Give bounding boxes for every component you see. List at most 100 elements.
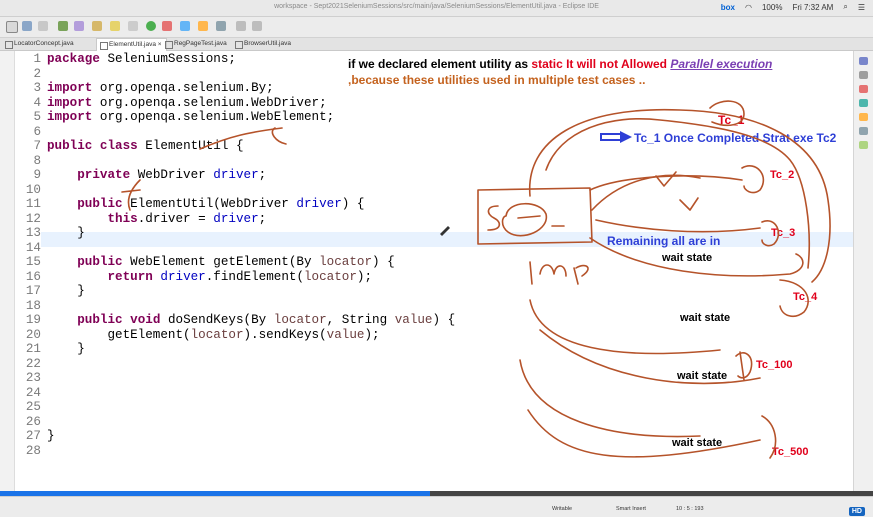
label-wait-2: wait state bbox=[680, 312, 731, 324]
run-icon[interactable] bbox=[146, 21, 156, 31]
open-type-icon[interactable] bbox=[198, 21, 208, 31]
line-number: 18 bbox=[25, 298, 41, 313]
line-number: 20 bbox=[25, 327, 41, 342]
line-number: 6 bbox=[33, 124, 41, 139]
console-icon[interactable] bbox=[859, 127, 868, 135]
label-wait-3: wait state bbox=[677, 370, 728, 382]
code-text: } bbox=[47, 226, 85, 240]
javadoc-icon[interactable] bbox=[859, 99, 868, 107]
code-text: } bbox=[47, 284, 85, 298]
line-number: 1 bbox=[33, 52, 41, 66]
wifi-icon[interactable]: ◠ bbox=[744, 2, 752, 12]
left-gutter bbox=[0, 51, 15, 491]
label-wait-1: wait state bbox=[662, 252, 713, 264]
line-number: 26 bbox=[25, 414, 41, 429]
tab-element-util[interactable]: ElementUtil.java × bbox=[96, 38, 167, 51]
problems-icon[interactable] bbox=[859, 85, 868, 93]
line-number: 22 bbox=[25, 356, 41, 371]
back-icon[interactable] bbox=[236, 21, 246, 31]
debug-icon[interactable] bbox=[58, 21, 68, 31]
hd-badge[interactable]: HD bbox=[848, 507, 865, 516]
battery-level[interactable]: 100% bbox=[761, 2, 783, 12]
line-number: 27 bbox=[25, 429, 41, 443]
line-number: 14 bbox=[25, 240, 41, 255]
line-number: 13 bbox=[25, 226, 41, 240]
line-number: 24 bbox=[25, 385, 41, 400]
highlight-icon[interactable] bbox=[110, 21, 120, 31]
java-file-icon bbox=[165, 41, 173, 49]
run-config-icon[interactable] bbox=[162, 21, 172, 31]
line-number: 17 bbox=[25, 284, 41, 298]
menu-icon[interactable]: ☰ bbox=[857, 2, 865, 12]
editor-tabs: LocatorConcept.java ElementUtil.java × R… bbox=[0, 38, 873, 51]
label-remaining: Remaining all are in bbox=[607, 234, 721, 248]
label-tc1: Tc_1 bbox=[718, 113, 745, 127]
line-number: 25 bbox=[25, 400, 41, 414]
label-tc500: Tc_500 bbox=[772, 446, 809, 458]
line-number: 15 bbox=[25, 255, 41, 269]
java-file-icon bbox=[235, 41, 243, 49]
breakpoint-icon[interactable] bbox=[128, 21, 138, 31]
line-number: 10 bbox=[25, 182, 41, 197]
note-text: It will not Allowed bbox=[562, 57, 671, 71]
note-parallel-execution: Parallel execution bbox=[670, 57, 773, 71]
line-number: 23 bbox=[25, 371, 41, 385]
save-icon[interactable] bbox=[22, 21, 32, 31]
video-progress-bar[interactable] bbox=[0, 491, 873, 496]
tab-locator-concept[interactable]: LocatorConcept.java bbox=[2, 38, 78, 50]
editor-mode: Writable bbox=[552, 506, 573, 512]
code-text: import org.openqa.selenium.WebDriver; bbox=[47, 95, 327, 110]
line-number: 2 bbox=[33, 66, 41, 81]
line-number: 16 bbox=[25, 269, 41, 284]
code-text: this.driver = driver; bbox=[107, 211, 267, 226]
task-list-icon[interactable] bbox=[859, 71, 868, 79]
label-tc100: Tc_100 bbox=[756, 359, 793, 371]
pen-cursor-icon bbox=[438, 222, 450, 236]
search-tool-icon[interactable] bbox=[92, 21, 102, 31]
close-icon[interactable]: × bbox=[157, 41, 162, 48]
box-icon[interactable]: box bbox=[720, 2, 735, 12]
code-text: package SeleniumSessions; bbox=[47, 52, 236, 66]
forward-icon[interactable] bbox=[252, 21, 262, 31]
status-bar: Writable Smart Insert 10 : 5 : 193 HD bbox=[0, 496, 873, 517]
code-text: public WebElement getElement(By locator)… bbox=[77, 255, 395, 269]
line-number: 11 bbox=[25, 197, 41, 211]
print-icon[interactable] bbox=[38, 21, 48, 31]
line-number: 8 bbox=[33, 153, 41, 168]
progress-icon[interactable] bbox=[859, 141, 868, 149]
tab-browser-util[interactable]: BrowserUtil.java bbox=[232, 38, 295, 50]
tab-label: ElementUtil.java bbox=[109, 41, 156, 48]
code-text: public void doSendKeys(By locator, Strin… bbox=[77, 313, 456, 327]
new-file-icon[interactable] bbox=[6, 21, 18, 33]
outline-icon[interactable] bbox=[859, 57, 868, 65]
build-icon[interactable] bbox=[74, 21, 84, 31]
note-reason: ,because these utilities used in multipl… bbox=[348, 73, 646, 87]
line-number: 21 bbox=[25, 342, 41, 356]
tab-label: RegPageTest.java bbox=[174, 40, 227, 47]
coverage-icon[interactable] bbox=[180, 21, 190, 31]
insert-mode: Smart Insert bbox=[616, 506, 646, 512]
note-static-word: static bbox=[531, 57, 563, 71]
cursor-position: 10 : 5 : 193 bbox=[676, 506, 704, 512]
code-text: import org.openqa.selenium.By; bbox=[47, 81, 274, 95]
declaration-icon[interactable] bbox=[859, 113, 868, 121]
label-wait-4: wait state bbox=[672, 437, 723, 449]
next-annotation-icon[interactable] bbox=[216, 21, 226, 31]
search-icon[interactable]: ⌕ bbox=[843, 2, 848, 11]
code-text: return driver.findElement(locator); bbox=[107, 269, 373, 284]
window-title: workspace - Sept2021SeleniumSessions/src… bbox=[274, 3, 599, 10]
tab-label: BrowserUtil.java bbox=[244, 40, 291, 47]
note-static-warning: if we declared element utility as static… bbox=[348, 57, 772, 71]
menubar-status: box ◠ 100% Fri 7:32 AM ⌕ ☰ bbox=[721, 2, 865, 12]
line-number: 12 bbox=[25, 211, 41, 226]
tab-reg-page-test[interactable]: RegPageTest.java bbox=[162, 38, 231, 50]
code-text: getElement(locator).sendKeys(value); bbox=[47, 327, 380, 342]
line-number: 28 bbox=[25, 443, 41, 458]
line-number: 3 bbox=[33, 81, 41, 95]
clock[interactable]: Fri 7:32 AM bbox=[792, 2, 834, 12]
tab-label: LocatorConcept.java bbox=[14, 40, 74, 47]
right-view-bar bbox=[853, 51, 873, 491]
code-text: } bbox=[47, 429, 55, 443]
label-tc2: Tc_2 bbox=[770, 169, 795, 181]
